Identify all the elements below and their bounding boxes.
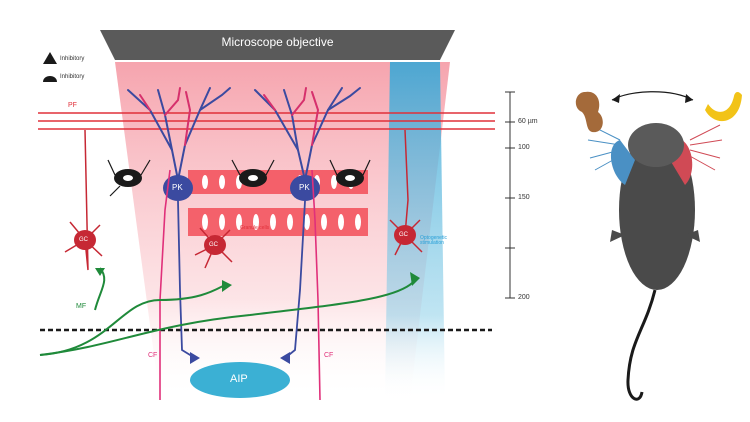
parallel-fibers: [38, 112, 495, 130]
mossy-terminal-right: [410, 272, 420, 286]
legend-inhibitory-icon: [43, 52, 57, 64]
scale-tick-60: 60 µm: [518, 118, 538, 125]
scale-tick-200: 200: [518, 294, 530, 301]
front-paw-left: [610, 230, 625, 242]
golgi-cell-left: [194, 227, 233, 269]
purkinje-dendrites-left: [127, 87, 231, 181]
gc-label-left: GC: [79, 237, 88, 243]
scale-tick-100: 100: [518, 144, 530, 151]
optogenetic-annotation: Optogenetic stimulation: [420, 235, 447, 246]
legend-excitatory-icon: [43, 76, 57, 82]
mossy-terminal-gc: [222, 280, 232, 292]
cf-label-right: CF: [324, 352, 334, 359]
climbing-fibers: [159, 169, 321, 401]
granule-annotation: Granule cells: [240, 225, 270, 231]
peanut-icon: [575, 91, 603, 133]
objective-label: Microscope objective: [221, 35, 334, 49]
golgi-cell-far-left: [64, 129, 103, 271]
cf-label-left: CF: [148, 352, 158, 359]
pf-label: PF: [68, 102, 77, 109]
legend-excitatory-label: Inhibitory: [60, 74, 85, 80]
pk-label-right: PK: [299, 183, 310, 192]
gc-label-right: GC: [399, 232, 408, 238]
purkinje-dendrites-right: [254, 87, 361, 181]
mossy-fibers: [39, 267, 416, 356]
legend-inhibitory-label: Inhibitory: [60, 56, 85, 62]
mouse-tail: [626, 289, 657, 401]
banana-icon: [705, 92, 742, 122]
pk-label-left: PK: [172, 183, 183, 192]
aip-nucleus: [190, 362, 290, 398]
scale-tick-150: 150: [518, 194, 530, 201]
aip-label: AIP: [230, 373, 248, 385]
microscope-objective: [100, 30, 455, 60]
purkinje-cell-left: [163, 175, 193, 201]
mouse-illustration: [575, 91, 742, 401]
gc-label-center: GC: [209, 242, 218, 248]
depth-scale-bar: [505, 91, 515, 299]
purkinje-terminal-right: [280, 352, 290, 364]
bidirectional-arrow: [611, 91, 694, 101]
golgi-cell-right: [389, 129, 423, 256]
purkinje-terminal-left: [190, 352, 200, 364]
mf-label: MF: [76, 303, 87, 310]
inhibitory-interneurons: [107, 159, 371, 197]
front-paw-right: [685, 230, 700, 242]
